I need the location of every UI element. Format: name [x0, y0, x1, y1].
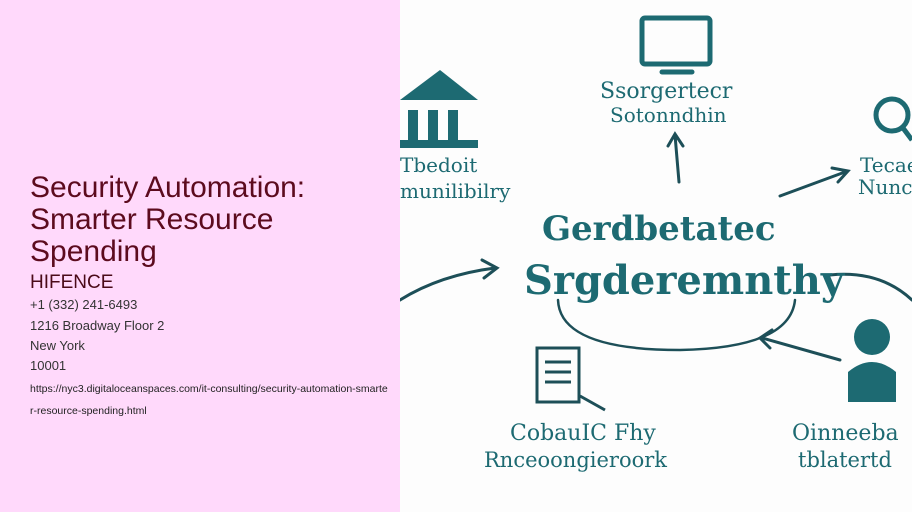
label-left1: Tbedoit [400, 153, 477, 177]
bank-icon [400, 70, 478, 148]
phone-number: +1 (332) 241-6493 [30, 297, 138, 312]
label-bottom-left1: CobauIC Fhy [510, 421, 656, 446]
label-left2: munilibilry [400, 179, 511, 203]
label-right1: Tecae [860, 153, 912, 177]
page-url: https://nyc3.digitaloceanspaces.com/it-c… [30, 383, 388, 417]
arrow-bottom [757, 328, 842, 362]
page-title: Security Automation: Smarter Resource Sp… [30, 171, 306, 268]
diagram-image: Ssorgertecr Sotonndhin Tbedoit munilibil… [398, 0, 912, 512]
person-icon [848, 319, 896, 402]
city: New York [30, 338, 85, 353]
label-center2: Srgderemnthy [524, 257, 846, 304]
arrow-left [398, 258, 500, 302]
street-address: 1216 Broadway Floor 2 [30, 318, 165, 333]
label-center1: Gerdbetatec [542, 209, 776, 249]
arrow-right [828, 272, 912, 302]
label-bottom-left2: Rnceoongieroork [484, 448, 667, 472]
label-bottom-right2: tblatertd [798, 448, 892, 472]
arrow-right-top [778, 166, 851, 198]
document-icon [535, 346, 606, 412]
label-top1: Ssorgertecr [600, 79, 733, 104]
ellipse-arc [556, 298, 797, 352]
company-name: HIFENCE [30, 272, 114, 293]
label-top2: Sotonndhin [610, 103, 727, 127]
zip-code: 10001 [30, 358, 67, 373]
magnifier-icon [873, 96, 912, 142]
label-bottom-right1: Oinneeba [792, 421, 899, 446]
label-right2: Nunc [858, 175, 912, 199]
arrow-up [666, 131, 685, 184]
monitor-icon [639, 15, 713, 67]
info-panel: Security Automation: Smarter Resource Sp… [0, 0, 400, 512]
